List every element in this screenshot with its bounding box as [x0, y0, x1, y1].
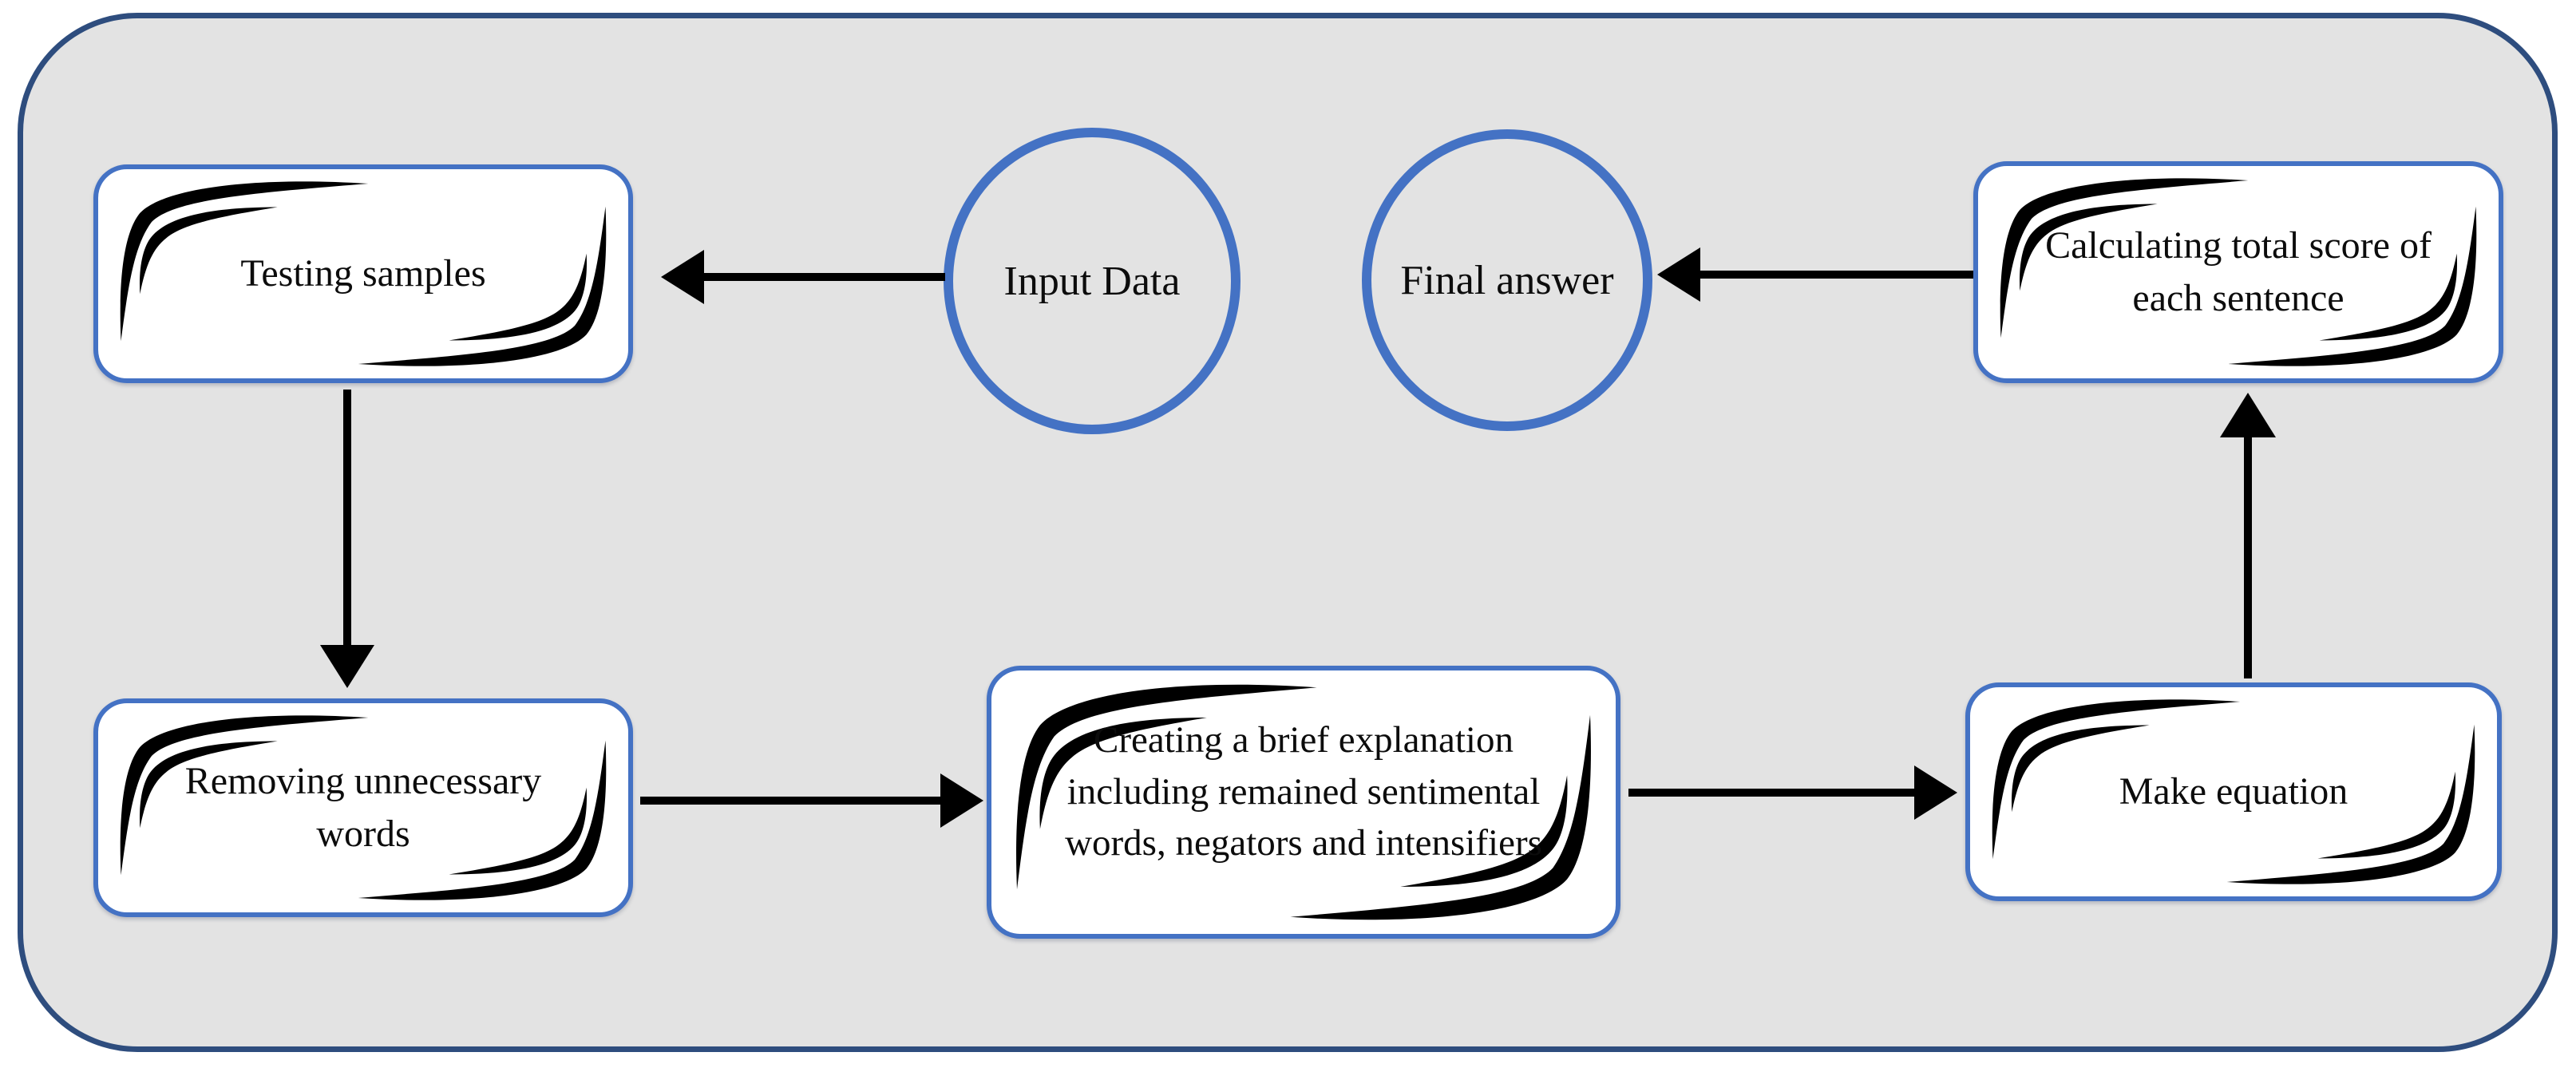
- node-label: Final answer: [1400, 257, 1614, 303]
- arrow-make-to-calculating-head: [2220, 393, 2276, 437]
- node-creating-explanation: Creating a brief explanation including r…: [987, 666, 1620, 939]
- node-label: Removing unnecessary words: [184, 759, 542, 855]
- node-calculating-score: Calculating total score of each sentence: [1973, 161, 2503, 383]
- node-label: Calculating total score of each sentence: [2045, 223, 2432, 319]
- arrow-input-to-testing-shaft: [704, 273, 945, 281]
- node-final-answer: Final answer: [1362, 129, 1652, 431]
- arrow-creating-to-make-head: [1914, 765, 1957, 820]
- arrow-make-to-calculating-shaft: [2244, 436, 2252, 678]
- node-input-data: Input Data: [944, 128, 1241, 434]
- node-label: Creating a brief explanation including r…: [1065, 718, 1542, 864]
- arrow-testing-to-removing-shaft: [343, 390, 351, 647]
- node-label: Input Data: [1003, 258, 1181, 304]
- node-make-equation: Make equation: [1965, 682, 2502, 901]
- arrow-creating-to-make-shaft: [1628, 789, 1916, 797]
- node-testing-samples: Testing samples: [93, 164, 633, 383]
- arrow-input-to-testing-head: [661, 250, 704, 304]
- arrow-testing-to-removing-head: [320, 645, 374, 688]
- node-label: Make equation: [2119, 769, 2348, 813]
- node-label: Testing samples: [240, 251, 486, 295]
- arrow-removing-to-creating-head: [940, 773, 983, 828]
- arrow-calculating-to-final-shaft: [1699, 271, 1973, 279]
- arrow-calculating-to-final-head: [1657, 247, 1700, 302]
- arrow-removing-to-creating-shaft: [640, 797, 942, 805]
- node-removing-words: Removing unnecessary words: [93, 698, 633, 917]
